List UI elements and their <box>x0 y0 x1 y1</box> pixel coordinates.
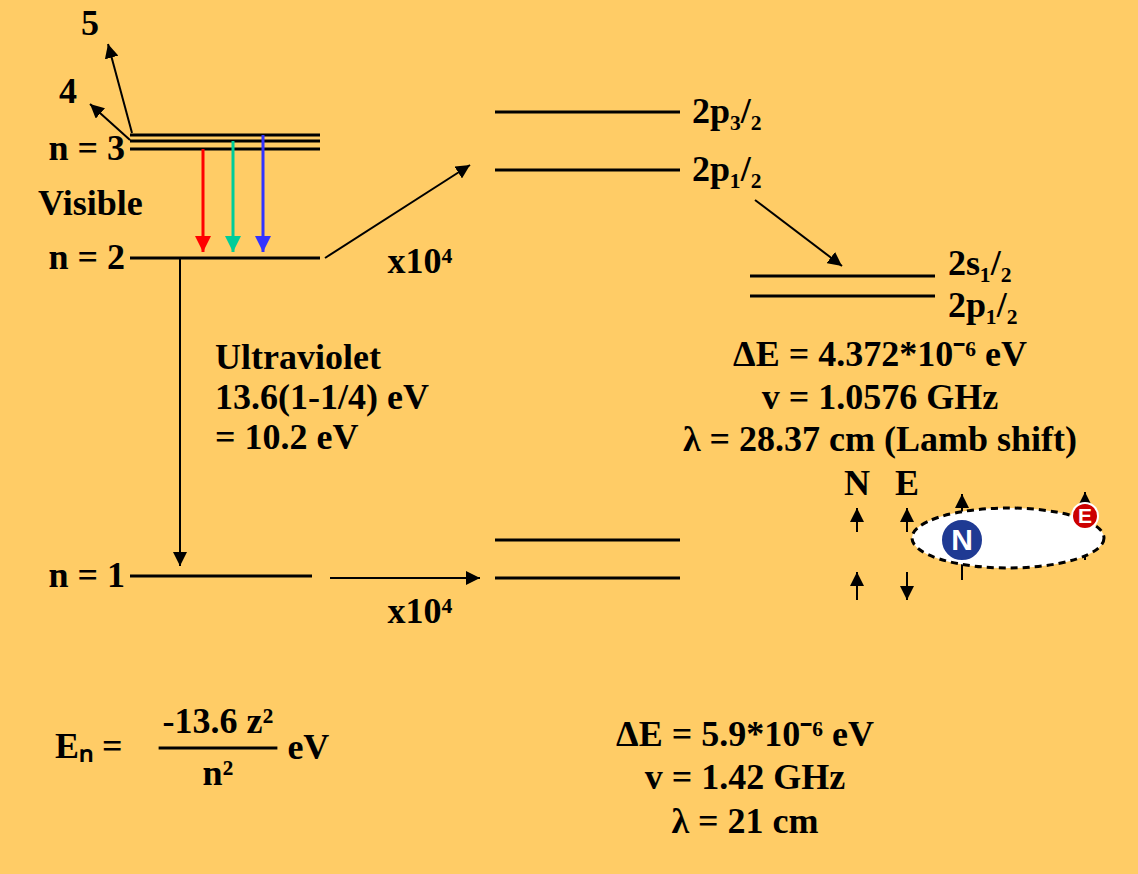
shift-arrow <box>755 200 842 266</box>
energy-value: = 10.2 eV <box>215 419 359 457</box>
green-transition <box>232 141 235 252</box>
region-label: Ultraviolet <box>215 339 381 377</box>
scale-label: x10⁴ <box>388 593 453 631</box>
blue-transition <box>262 135 265 252</box>
level-label: n = 1 <box>48 557 125 595</box>
level-line <box>750 295 935 298</box>
electron-circle: E <box>1070 501 1100 531</box>
spin-arrow <box>856 508 858 532</box>
level-line <box>495 577 680 580</box>
column-header: E <box>895 465 919 503</box>
level-line <box>130 140 320 143</box>
state-label: 2p₃/₂ <box>692 93 762 131</box>
level-number: 4 <box>59 73 77 111</box>
region-label: Visible <box>38 185 143 223</box>
level-label: n = 2 <box>48 239 125 277</box>
formula-denominator: n² <box>203 755 234 793</box>
red-transition <box>202 149 205 252</box>
formula-numerator: -13.6 z² <box>163 703 274 741</box>
formula-lhs: Eₙ = <box>55 728 123 766</box>
particle-letter: E <box>1070 501 1100 531</box>
level-line <box>750 275 935 278</box>
state-label: 2p₁/₂ <box>692 151 762 189</box>
scale-label: x10⁴ <box>388 243 453 281</box>
spin-arrow <box>856 572 858 600</box>
frequency-value: v = 1.0576 GHz <box>762 379 999 417</box>
state-label: 2p₁/₂ <box>948 287 1018 325</box>
level-line <box>495 111 680 114</box>
level-line <box>130 257 320 260</box>
spin-arrow <box>906 508 908 532</box>
energy-formula: 13.6(1-1/4) eV <box>215 379 429 417</box>
particle-letter: N <box>939 517 985 563</box>
spin-arrow <box>906 572 908 600</box>
level-line <box>130 148 320 151</box>
pointer-arrow <box>108 44 132 133</box>
zoom-arrow <box>330 577 480 579</box>
visible-transitions <box>203 135 263 252</box>
fraction-bar <box>159 747 278 750</box>
wavelength-value: λ = 21 cm <box>671 803 818 841</box>
energy-difference: ΔE = 5.9*10⁻⁶ eV <box>616 716 874 754</box>
wavelength-value: λ = 28.37 cm (Lamb shift) <box>683 421 1077 459</box>
level-line <box>495 169 680 172</box>
pointer-arrows <box>90 44 1085 600</box>
fraction-bar-group <box>159 748 278 749</box>
formula-unit: eV <box>287 729 329 767</box>
transition-arrow <box>179 258 181 566</box>
level-line <box>130 134 320 137</box>
state-label: 2s₁/₂ <box>948 245 1012 283</box>
level-line <box>130 575 312 578</box>
level-number: 5 <box>81 5 99 43</box>
column-header: N <box>844 465 870 503</box>
level-line <box>495 539 680 542</box>
frequency-value: v = 1.42 GHz <box>645 759 846 797</box>
nucleus-circle: N <box>939 517 985 563</box>
energy-difference: ΔE = 4.372*10⁻⁶ eV <box>733 336 1027 374</box>
level-label: n = 3 <box>48 130 125 168</box>
